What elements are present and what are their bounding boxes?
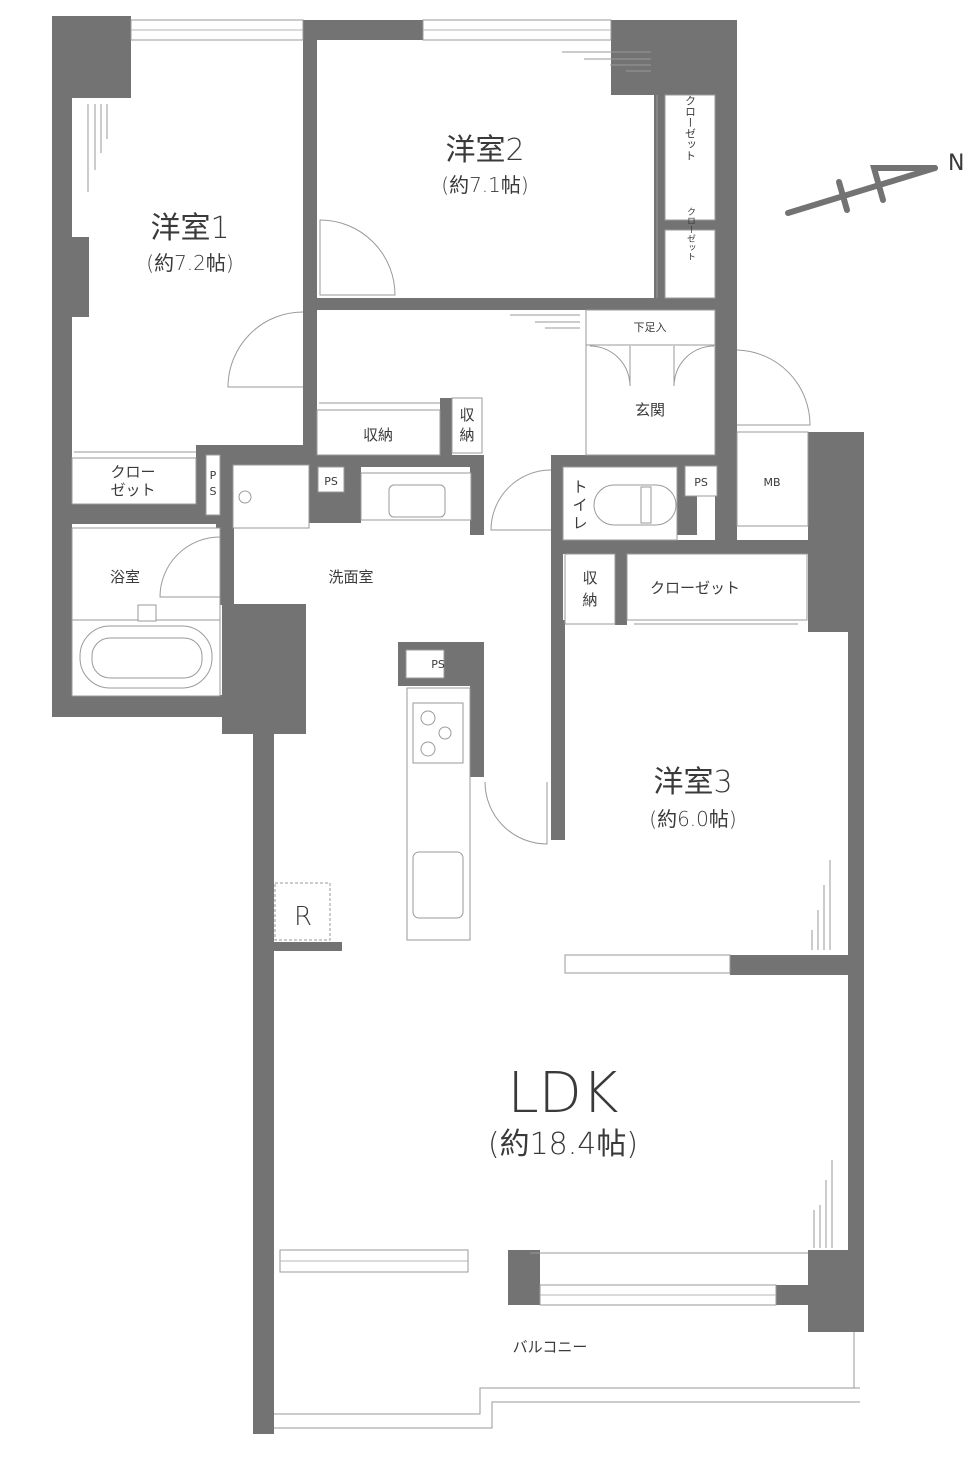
room-western2-name: 洋室2 bbox=[445, 133, 524, 168]
room-ldk-name: LDK bbox=[507, 1061, 618, 1126]
storage-hall-label: 収納 bbox=[363, 426, 393, 444]
room-ldk-area: (約18.4帖) bbox=[488, 1127, 638, 1162]
room-western2-area: (約7.1帖) bbox=[441, 173, 528, 197]
north-label: N bbox=[948, 151, 964, 176]
room-western1-area: (約7.2帖) bbox=[146, 251, 233, 275]
toilet-label-3: レ bbox=[572, 514, 587, 532]
closet-w2-b-label: クローゼット bbox=[685, 207, 696, 261]
svg-text:クローゼット: クローゼット bbox=[684, 95, 697, 161]
storage-vert2-label-b: 納 bbox=[582, 591, 597, 609]
walls bbox=[52, 16, 864, 1434]
closets bbox=[71, 94, 809, 941]
closet-w3-label: クローゼット bbox=[650, 579, 740, 597]
ps-vert-label-2: S bbox=[210, 485, 217, 498]
doors bbox=[159, 219, 811, 845]
closet-w1-label-2: ゼット bbox=[110, 481, 155, 499]
svg-text:クローゼット: クローゼット bbox=[685, 207, 696, 261]
storage-vert2-label-a: 収 bbox=[582, 569, 597, 587]
ps-wash-label: PS bbox=[324, 475, 338, 488]
shoe-storage-label: 下足入 bbox=[634, 321, 667, 334]
ps-toilet-label: PS bbox=[694, 476, 708, 489]
storage-vert1-label-a: 収 bbox=[459, 406, 474, 424]
ps-kitchen-label: PS bbox=[431, 658, 445, 671]
fridge-label: R bbox=[294, 902, 312, 932]
room-western3-area: (約6.0帖) bbox=[649, 807, 736, 831]
mb-label: MB bbox=[763, 476, 780, 489]
washroom-label: 洗面室 bbox=[328, 568, 373, 586]
entrance-label: 玄関 bbox=[635, 401, 665, 419]
toilet-label-2: イ bbox=[572, 496, 587, 514]
toilet-label-1: ト bbox=[572, 478, 587, 496]
room-western1-name: 洋室1 bbox=[150, 211, 229, 246]
storage-vert1-label-b: 納 bbox=[459, 426, 474, 444]
ps-vert-label-1: P bbox=[210, 469, 217, 482]
windows bbox=[87, 19, 860, 1429]
room-western3-name: 洋室3 bbox=[653, 765, 732, 800]
closet-w2-a-label: クローゼット bbox=[684, 95, 697, 161]
balcony-label: バルコニー bbox=[513, 1338, 588, 1356]
north-arrow-icon bbox=[785, 165, 938, 216]
bath-label: 浴室 bbox=[110, 568, 140, 586]
closet-w1-label-1: クロー bbox=[110, 463, 155, 481]
